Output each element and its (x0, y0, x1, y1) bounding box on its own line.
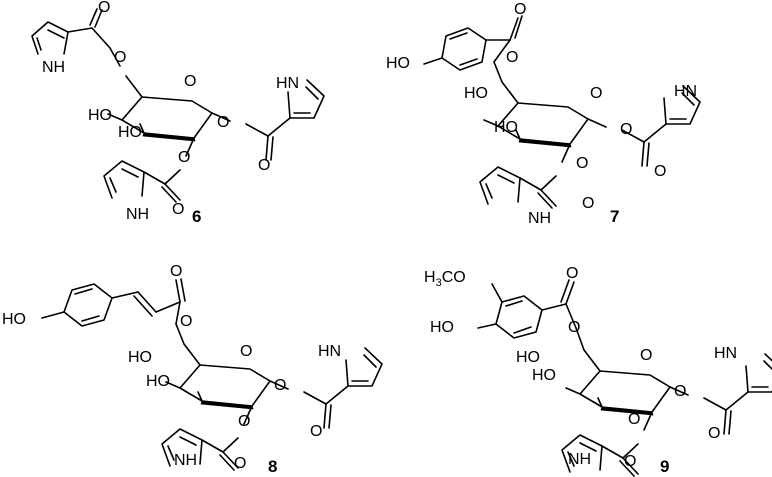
atom-o: O (582, 195, 594, 212)
atom-ho: HO (430, 319, 454, 336)
atom-o: O (310, 423, 322, 440)
atom-o: O (238, 413, 250, 430)
atom-o-ring: O (184, 73, 196, 90)
atom-hn: HN (276, 75, 299, 92)
atom-hn: HN (674, 83, 697, 100)
atom-nh: NH (126, 206, 149, 223)
atom-o: O (178, 149, 190, 166)
compound-9: H3CO HO O O HO HO O O O HN O O NH 9 (424, 265, 772, 477)
atom-ho: HO (2, 311, 26, 328)
atom-o: O (654, 163, 666, 180)
atom-o: O (568, 319, 580, 336)
atom-methoxy: H3CO (424, 269, 466, 289)
atom-o: O (674, 383, 686, 400)
atom-o: O (628, 411, 640, 428)
atom-hn: HN (714, 345, 737, 362)
atom-ho: HO (88, 107, 112, 124)
atom-o: O (180, 313, 192, 330)
atom-o-ring: O (240, 343, 252, 360)
compound-6: O O NH HO HO O O O HN O O NH 6 (31, 0, 325, 226)
atom-o: O (98, 0, 110, 16)
atom-o: O (217, 114, 229, 131)
atom-o: O (114, 49, 126, 66)
atom-ho: HO (128, 349, 152, 366)
atom-ho: HO (464, 85, 488, 102)
atom-o: O (624, 453, 636, 470)
atom-ho: HO (118, 124, 142, 141)
atom-ho: HO (386, 55, 410, 72)
atom-o: O (576, 155, 588, 172)
compound-7: HO O O HO HO O O O HN O O NH 7 (386, 1, 701, 227)
atom-o: O (620, 121, 632, 138)
atom-o: O (274, 377, 286, 394)
compound-label: 9 (660, 457, 669, 476)
atom-ho: HO (532, 367, 556, 384)
compound-label: 8 (268, 457, 277, 476)
atom-nh: NH (568, 451, 591, 468)
atom-o: O (708, 425, 720, 442)
atom-o: O (234, 455, 246, 472)
atom-hn: HN (318, 343, 341, 360)
atom-nh: NH (528, 210, 551, 227)
atom-o: O (514, 1, 526, 18)
atom-o: O (172, 201, 184, 218)
atom-o: O (566, 265, 578, 282)
atom-o-ring: O (590, 85, 602, 102)
atom-ho: HO (146, 373, 170, 390)
atom-nh: NH (174, 452, 197, 469)
atom-o: O (506, 49, 518, 66)
compound-8: HO O O HO HO O O O HN O O NH 8 (2, 263, 383, 476)
atom-ho: HO (516, 349, 540, 366)
atom-o-ring: O (640, 347, 652, 364)
atom-nh: NH (42, 59, 65, 76)
compound-label: 7 (610, 207, 619, 226)
atom-o: O (170, 263, 182, 280)
atom-ho: HO (494, 119, 518, 136)
compound-label: 6 (192, 207, 201, 226)
atom-o: O (258, 157, 270, 174)
